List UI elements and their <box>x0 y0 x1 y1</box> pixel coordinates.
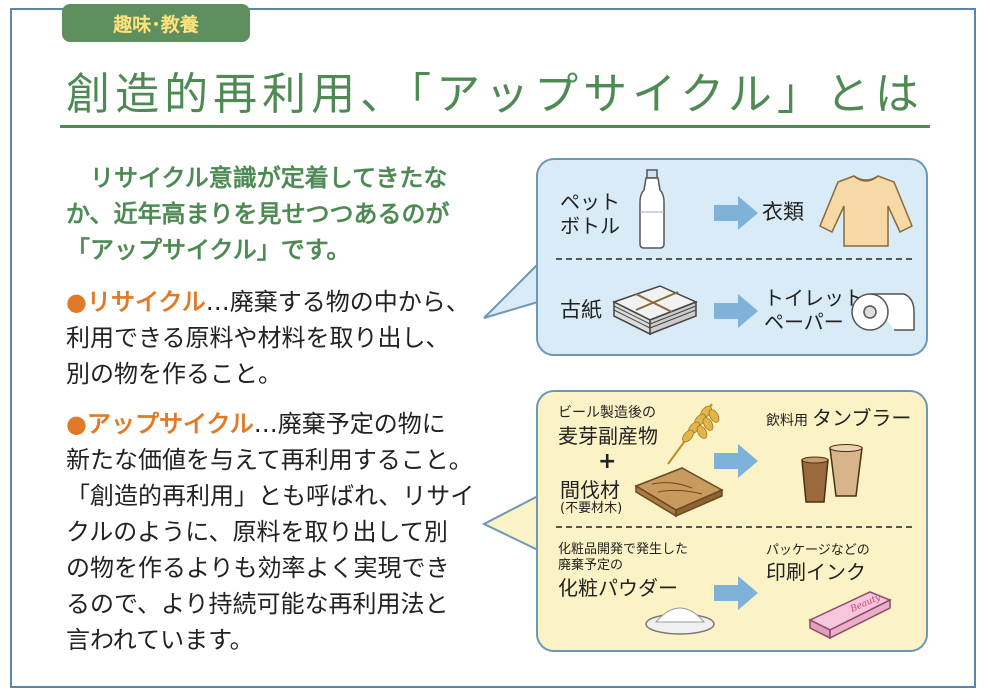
arrow-icon <box>714 196 758 230</box>
wood-plank-icon <box>634 467 724 518</box>
intro-line: か、近年高まりを見せつつあるのが <box>66 200 450 228</box>
arrow-icon <box>714 444 758 478</box>
waste-paper-label: 古紙 <box>560 298 602 322</box>
ink-label: 印刷インク <box>766 560 866 584</box>
recycle-text: 利用できる原料や材料を取り出し、 <box>66 324 450 352</box>
intro-text: リサイクル意識が定着してきたな か、近年高まりを見せつつあるのが 「アップサイク… <box>66 160 486 268</box>
blue-bubble-tail <box>483 262 541 319</box>
pet-bottle-icon <box>639 169 665 249</box>
intro-line: リサイクル意識が定着してきたな <box>66 164 448 192</box>
category-tab: 趣味･教養 <box>62 4 250 42</box>
package-note: パッケージなどの <box>766 543 870 558</box>
upcycle-text: …廃棄予定の物に <box>253 410 446 438</box>
toilet-paper-label: トイレット ペーパー <box>764 286 864 334</box>
beauty-box-icon: Beauty <box>808 591 892 640</box>
malt-label: 麦芽副産物 <box>558 424 658 448</box>
arrow-icon <box>714 294 758 328</box>
upcycle-text: 「創造的再利用」とも呼ばれ、リサイ <box>66 482 475 510</box>
upcycle-text: の物を作るよりも効率よく実現でき <box>66 554 450 582</box>
title-divider <box>60 125 930 128</box>
recycle-term: ●リサイクル <box>66 288 206 316</box>
cosmetic-note: 化粧品開発で発生した 廃棄予定の <box>558 542 689 573</box>
page-title: 創造的再利用、「アップサイクル」とは <box>66 69 924 120</box>
upcycle-text: るので、より持続可能な再利用法と <box>66 590 449 618</box>
recycle-definition: ●リサイクル…廃棄する物の中から、 利用できる原料や材料を取り出し、 別の物を作… <box>66 284 486 392</box>
tumbler-icon <box>801 444 863 503</box>
upcycle-divider <box>556 526 912 528</box>
upcycle-text: クルのように、原料を取り出して別 <box>66 518 448 546</box>
tumbler-label: タンブラー <box>812 406 912 430</box>
yellow-bubble-tail <box>482 494 541 552</box>
recycle-divider <box>556 258 912 260</box>
beer-note: ビール製造後の <box>558 405 656 421</box>
upcycle-text: 言われています。 <box>66 626 254 654</box>
recycle-text: 別の物を作ること。 <box>66 360 282 388</box>
plus-sign: + <box>598 449 617 474</box>
thinning-label: 間伐材 <box>560 478 620 502</box>
upcycle-term: ●アップサイクル <box>66 410 254 438</box>
powder-label: 化粧パウダー <box>558 576 678 600</box>
upcycle-definition: ●アップサイクル…廃棄予定の物に 新たな価値を与えて再利用すること。 「創造的再… <box>66 406 486 658</box>
powder-dish-icon <box>645 607 715 635</box>
clothes-label: 衣類 <box>762 200 804 224</box>
pet-bottle-label: ペット ボトル <box>560 190 620 238</box>
thinning-note: (不要材木) <box>560 501 623 516</box>
toilet-paper-icon <box>851 293 915 331</box>
paper-bundle-icon <box>612 285 698 336</box>
recycle-text: …廃棄する物の中から、 <box>205 288 470 316</box>
sweater-icon <box>819 175 913 247</box>
arrow-icon <box>714 576 758 610</box>
drink-note: 飲料用 <box>766 413 808 429</box>
wheat-icon <box>667 403 720 465</box>
intro-line: 「アップサイクル」です。 <box>66 236 351 264</box>
upcycle-text: 新たな価値を与えて再利用すること。 <box>66 446 473 474</box>
